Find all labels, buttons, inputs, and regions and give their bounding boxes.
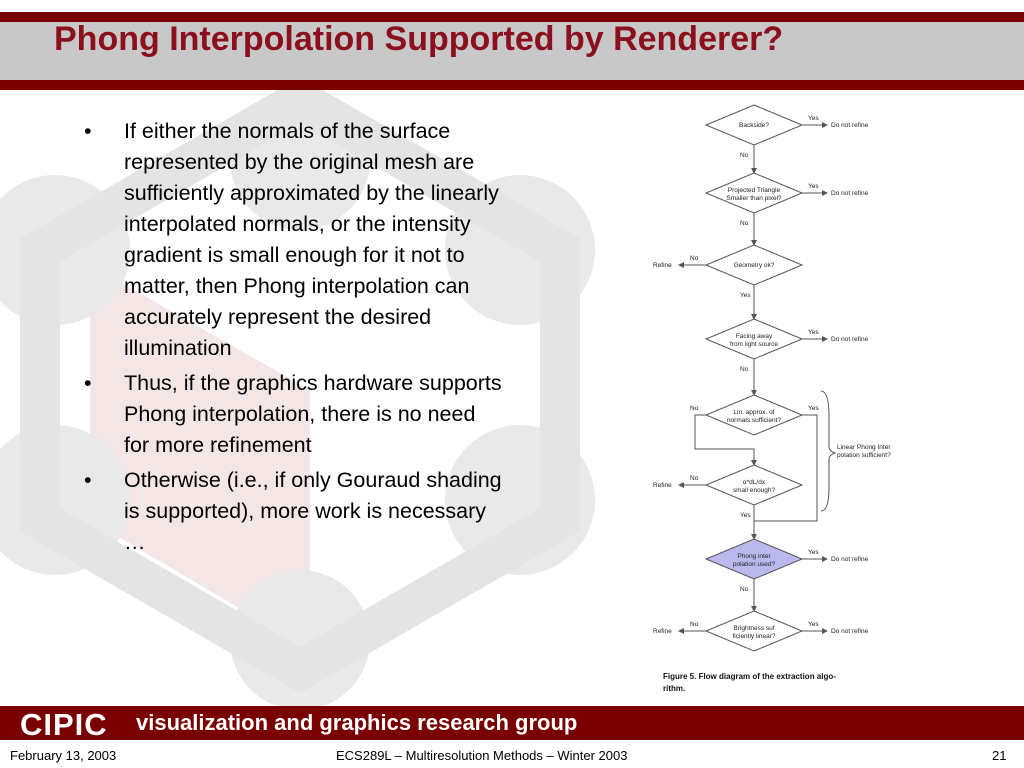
decision-node: [704, 610, 804, 652]
watermark-hexagon: [20, 76, 580, 694]
decision-node: [704, 464, 804, 506]
decision-node: [704, 394, 804, 436]
bullet-list: • If either the normals of the surface r…: [84, 116, 504, 562]
decision-label: small enough?: [733, 487, 776, 494]
bullet-item: • Thus, if the graphics hardware support…: [84, 368, 504, 461]
cipic-logo: CIPIC: [20, 707, 108, 742]
outcome-label: Do not refine: [831, 628, 869, 635]
decision-label: polation used?: [733, 561, 776, 568]
footer-tagline: visualization and graphics research grou…: [136, 710, 578, 735]
bullet-marker: •: [84, 371, 92, 395]
outcome-label: Refine: [653, 628, 672, 635]
flow-bracket: [820, 390, 837, 512]
flow-branch-label: Yes: [808, 329, 819, 336]
decision-label: Lin. approx. of: [733, 409, 774, 416]
outcome-label: Refine: [653, 482, 672, 489]
flow-branch-label: Yes: [808, 405, 819, 412]
decision-label: Backside?: [739, 122, 769, 129]
flow-branch-label: Yes: [808, 115, 819, 122]
bullet-marker: •: [84, 468, 92, 492]
flow-branch-label: No: [690, 475, 699, 482]
outcome-label: Do not refine: [831, 122, 869, 129]
flow-branch-label: No: [740, 586, 749, 593]
flow-branch-label: No: [690, 405, 699, 412]
decision-label: Geometry ok?: [734, 262, 775, 269]
flowchart-caption-line2: rithm.: [663, 684, 685, 693]
bullet-text: Thus, if the graphics hardware supports …: [124, 371, 502, 457]
flow-branch-label: No: [690, 255, 699, 262]
decision-node: [704, 318, 804, 360]
flow-connector: [694, 414, 757, 466]
footer-band: [0, 706, 1024, 740]
slide-title: Phong Interpolation Supported by Rendere…: [54, 20, 784, 58]
bullet-marker: •: [84, 119, 92, 143]
flow-branch-label: Yes: [740, 292, 751, 299]
decision-label: normals sufficient?: [727, 417, 781, 424]
flow-branch-label: Yes: [740, 512, 751, 519]
decision-label: Brightness suf: [733, 625, 774, 632]
watermark-circle-bottom: [230, 570, 370, 710]
decision-label: ficiently linear?: [733, 633, 776, 640]
bullet-text: Otherwise (i.e., if only Gouraud shading…: [124, 468, 502, 554]
outcome-label: Do not refine: [831, 190, 869, 197]
flow-branch-label: No: [740, 220, 749, 227]
title-bar: [0, 12, 1024, 90]
flowchart-caption-line1: Figure 5. Flow diagram of the extraction…: [663, 672, 836, 681]
footer-page-number: 21: [992, 748, 1007, 763]
flow-branch-label: Yes: [808, 621, 819, 628]
bullet-item: • Otherwise (i.e., if only Gouraud shadi…: [84, 465, 504, 558]
flow-branch-label: No: [740, 152, 749, 159]
outcome-label: Do not refine: [831, 556, 869, 563]
footer-course-title: ECS289L – Multiresolution Methods – Wint…: [336, 748, 628, 763]
bullet-item: • If either the normals of the surface r…: [84, 116, 504, 364]
outcome-label: Do not refine: [831, 336, 869, 343]
decision-label: α*dL/dx: [743, 479, 766, 486]
decision-label: Facing away: [736, 333, 773, 340]
flow-branch-label: No: [740, 366, 749, 373]
decision-node: [704, 104, 804, 146]
flow-connector: [754, 414, 818, 522]
flow-branch-label: No: [690, 621, 699, 628]
flow-branch-label: Yes: [808, 549, 819, 556]
decision-label: from light source: [730, 341, 778, 348]
decision-node: [704, 172, 804, 214]
decision-node: [704, 244, 804, 286]
flow-branch-label: Yes: [808, 183, 819, 190]
bracket-label: Linear Phong Inter: [837, 444, 891, 451]
decision-node: [704, 538, 804, 580]
bullet-text: If either the normals of the surface rep…: [124, 119, 499, 360]
decision-label: Projected Triangle: [728, 187, 781, 194]
watermark-red-face: [90, 265, 310, 650]
decision-label: Phong inter: [737, 553, 771, 560]
footer-date: February 13, 2003: [10, 748, 117, 763]
bracket-label: polation sufficient?: [837, 452, 891, 459]
decision-label: Smaller than pixel?: [726, 195, 782, 202]
outcome-label: Refine: [653, 262, 672, 269]
